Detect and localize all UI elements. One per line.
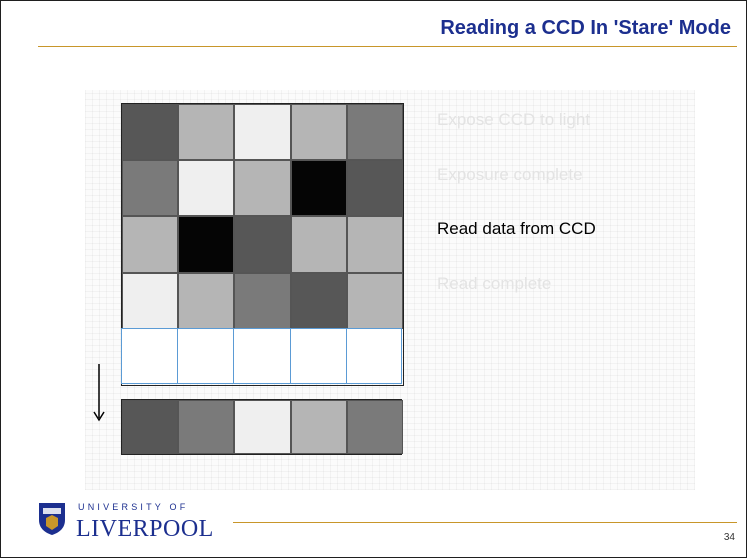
ccd-pixel bbox=[122, 160, 179, 217]
ccd-pixel bbox=[290, 216, 347, 273]
ccd-pixel bbox=[234, 216, 291, 273]
ccd-pixel bbox=[234, 272, 291, 329]
ccd-pixel bbox=[178, 104, 235, 161]
cleared-pixel-divider bbox=[233, 329, 235, 383]
ccd-pixel bbox=[290, 272, 347, 329]
ccd-pixel bbox=[234, 160, 291, 217]
step-read-complete: Read complete bbox=[437, 274, 552, 293]
ccd-pixel bbox=[122, 272, 179, 329]
university-logo: UNIVERSITY OF LIVERPOOL bbox=[38, 502, 228, 552]
ccd-pixel bbox=[346, 216, 403, 273]
crest-icon bbox=[39, 503, 65, 535]
slide-title: Reading a CCD In 'Stare' Mode bbox=[440, 17, 731, 39]
title-divider bbox=[38, 46, 737, 47]
ccd-pixel bbox=[178, 216, 235, 273]
ccd-pixel bbox=[122, 104, 179, 161]
step-exposure-complete: Exposure complete bbox=[437, 165, 583, 184]
ccd-pixel bbox=[178, 272, 235, 329]
logo-liverpool-text: LIVERPOOL bbox=[76, 516, 214, 542]
ccd-pixel bbox=[346, 104, 403, 161]
step-expose: Expose CCD to light bbox=[437, 110, 591, 129]
readout-pixel bbox=[178, 400, 235, 454]
ccd-pixel bbox=[346, 272, 403, 329]
ccd-pixel bbox=[234, 104, 291, 161]
footer-divider bbox=[233, 522, 737, 523]
readout-pixel bbox=[290, 400, 347, 454]
page-number: 34 bbox=[723, 532, 735, 543]
cleared-pixel-divider bbox=[289, 329, 291, 383]
step-read-data: Read data from CCD bbox=[437, 219, 596, 238]
ccd-cleared-row bbox=[121, 328, 402, 384]
readout-register-row bbox=[121, 399, 403, 455]
down-arrow-icon bbox=[93, 364, 105, 422]
cleared-pixel-divider bbox=[345, 329, 347, 383]
logo-university-text: UNIVERSITY OF bbox=[78, 502, 189, 512]
readout-pixel bbox=[122, 400, 179, 454]
ccd-pixel bbox=[290, 104, 347, 161]
ccd-pixel bbox=[178, 160, 235, 217]
cleared-pixel-divider bbox=[177, 329, 179, 383]
ccd-pixel bbox=[346, 160, 403, 217]
ccd-pixel-grid bbox=[121, 103, 404, 386]
ccd-pixel bbox=[122, 216, 179, 273]
ccd-pixel bbox=[290, 160, 347, 217]
readout-pixel bbox=[234, 400, 291, 454]
readout-pixel bbox=[346, 400, 403, 454]
